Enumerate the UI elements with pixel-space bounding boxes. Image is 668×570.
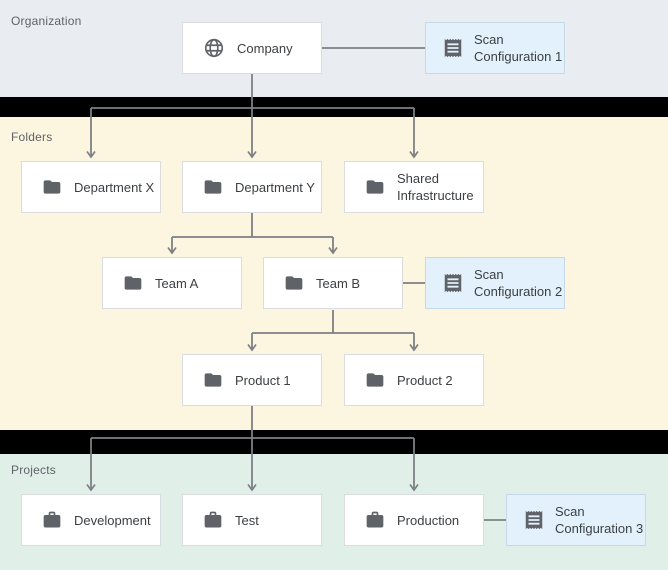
node-department-x: Department X: [21, 161, 161, 213]
node-company: Company: [182, 22, 322, 74]
node-department-y: Department Y: [182, 161, 322, 213]
folder-icon: [42, 177, 62, 197]
node-label: Development: [74, 512, 151, 528]
node-label: Shared Infrastructure: [397, 171, 474, 203]
folder-icon: [203, 370, 223, 390]
folder-icon: [123, 273, 143, 293]
node-product-2: Product 2: [344, 354, 484, 406]
node-label: Scan Configuration 2: [474, 267, 563, 299]
node-scan-config-1: Scan Configuration 1: [425, 22, 565, 74]
node-scan-config-2: Scan Configuration 2: [425, 257, 565, 309]
node-label: Product 2: [397, 372, 453, 388]
node-team-b: Team B: [263, 257, 403, 309]
node-label: Department Y: [235, 179, 315, 195]
node-label: Company: [237, 40, 293, 56]
receipt-icon: [442, 272, 464, 294]
organization-section-label: Organization: [11, 14, 82, 28]
folders-section-label: Folders: [11, 130, 53, 144]
node-label: Team B: [316, 275, 361, 291]
node-product-1: Product 1: [182, 354, 322, 406]
folder-icon: [284, 273, 304, 293]
briefcase-icon: [203, 510, 223, 530]
node-label: Scan Configuration 3: [555, 504, 644, 536]
folder-icon: [365, 177, 385, 197]
receipt-icon: [442, 37, 464, 59]
node-label: Team A: [155, 275, 199, 291]
folder-icon: [203, 177, 223, 197]
globe-icon: [203, 37, 225, 59]
node-test: Test: [182, 494, 322, 546]
briefcase-icon: [365, 510, 385, 530]
node-label: Scan Configuration 1: [474, 32, 563, 64]
node-team-a: Team A: [102, 257, 242, 309]
node-label: Product 1: [235, 372, 291, 388]
node-scan-config-3: Scan Configuration 3: [506, 494, 646, 546]
folder-icon: [365, 370, 385, 390]
section-divider: [0, 430, 668, 454]
node-label: Department X: [74, 179, 155, 195]
briefcase-icon: [42, 510, 62, 530]
node-label: Production: [397, 512, 460, 528]
receipt-icon: [523, 509, 545, 531]
section-divider: [0, 97, 668, 117]
node-label: Test: [235, 512, 259, 528]
node-shared-infrastructure: Shared Infrastructure: [344, 161, 484, 213]
node-production: Production: [344, 494, 484, 546]
node-development: Development: [21, 494, 161, 546]
projects-section-label: Projects: [11, 463, 56, 477]
